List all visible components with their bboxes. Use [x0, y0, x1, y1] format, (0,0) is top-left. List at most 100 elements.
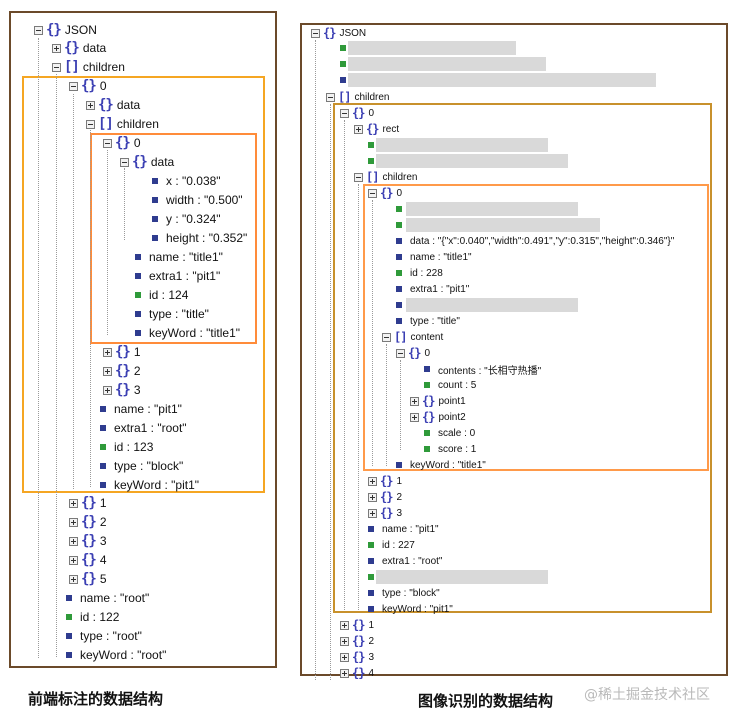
expand-icon[interactable]: [69, 536, 78, 546]
tree-label: x : "0.038": [166, 174, 221, 188]
expand-icon[interactable]: [103, 366, 112, 376]
tree-leaf: name : "pit1": [100, 400, 182, 418]
tree-node[interactable]: []children: [354, 168, 417, 186]
collapse-icon[interactable]: [396, 348, 405, 358]
tree-leaf: type : "block": [368, 584, 440, 602]
expand-icon[interactable]: [86, 100, 95, 110]
tree-label: extra1 : "root": [114, 421, 187, 435]
tree-node[interactable]: {}0: [69, 77, 107, 95]
tree-node[interactable]: {}2: [368, 488, 402, 506]
expand-icon[interactable]: [340, 668, 349, 678]
collapse-icon[interactable]: [103, 138, 112, 148]
tree-label: 5: [99, 572, 107, 586]
expand-icon[interactable]: [340, 620, 349, 630]
tree-node[interactable]: {}0: [396, 344, 430, 362]
expand-icon[interactable]: [368, 476, 377, 486]
tree-label: y : "0.324": [166, 212, 221, 226]
tree-label: id : 123: [114, 440, 154, 454]
tree-leaf: extra1 : "root": [100, 419, 187, 437]
expand-icon[interactable]: [340, 652, 349, 662]
collapse-icon[interactable]: [120, 157, 129, 167]
tree-node[interactable]: []children: [86, 115, 159, 133]
array-icon: []: [338, 90, 351, 104]
expand-icon[interactable]: [340, 636, 349, 646]
tree-leaf: type : "block": [100, 457, 183, 475]
string-value-icon: [368, 606, 374, 612]
tree-node[interactable]: {}data: [52, 39, 106, 57]
tree-node[interactable]: {}3: [340, 648, 374, 666]
tree-node[interactable]: {}4: [69, 551, 107, 569]
expand-icon[interactable]: [69, 517, 78, 527]
left-tree-line: [90, 130, 91, 487]
collapse-icon[interactable]: [311, 28, 320, 38]
tree-node[interactable]: {}1: [340, 616, 374, 634]
tree-leaf: extra1 : "pit1": [396, 280, 469, 298]
tree-node[interactable]: {}3: [69, 532, 107, 550]
tree-leaf: [340, 71, 354, 89]
tree-node[interactable]: {}JSON: [34, 21, 97, 39]
collapse-icon[interactable]: [69, 81, 78, 91]
tree-label: 0: [424, 347, 431, 359]
number-value-icon: [424, 382, 430, 388]
tree-node[interactable]: {}point1: [410, 392, 466, 410]
tree-node[interactable]: {}2: [103, 362, 141, 380]
string-value-icon: [100, 425, 106, 431]
tree-label: point2: [438, 411, 466, 423]
expand-icon[interactable]: [368, 492, 377, 502]
tree-node[interactable]: {}2: [69, 513, 107, 531]
tree-node[interactable]: {}3: [368, 504, 402, 522]
tree-node[interactable]: {}0: [340, 104, 374, 122]
collapse-icon[interactable]: [86, 119, 95, 129]
tree-node[interactable]: []children: [52, 58, 125, 76]
tree-node[interactable]: {}5: [69, 570, 107, 588]
expand-icon[interactable]: [354, 124, 363, 134]
expand-icon[interactable]: [69, 574, 78, 584]
tree-node[interactable]: {}2: [340, 632, 374, 650]
collapse-icon[interactable]: [326, 92, 335, 102]
tree-label: extra1 : "root": [382, 555, 443, 567]
tree-node[interactable]: {}data: [86, 96, 140, 114]
expand-icon[interactable]: [410, 412, 419, 422]
expand-icon[interactable]: [69, 498, 78, 508]
tree-node[interactable]: {}rect: [354, 120, 399, 138]
right-orange-highlight: [363, 184, 709, 471]
tree-node[interactable]: {}point2: [410, 408, 466, 426]
collapse-icon[interactable]: [52, 62, 61, 72]
tree-label: 1: [368, 619, 375, 631]
collapse-icon[interactable]: [382, 332, 391, 342]
tree-leaf: id : 227: [368, 536, 415, 554]
object-icon: {}: [132, 154, 148, 170]
string-value-icon: [396, 462, 402, 468]
tree-leaf: id : 124: [135, 286, 188, 304]
tree-node[interactable]: {}1: [69, 494, 107, 512]
object-icon: {}: [323, 26, 336, 40]
expand-icon[interactable]: [410, 396, 419, 406]
expand-icon[interactable]: [52, 43, 61, 53]
tree-leaf: data : "{"x":0.040","width":0.491","y":0…: [396, 232, 674, 250]
collapse-icon[interactable]: [354, 172, 363, 182]
tree-node[interactable]: {}JSON: [311, 24, 366, 42]
tree-node[interactable]: []content: [382, 328, 443, 346]
number-value-icon: [368, 142, 374, 148]
tree-node[interactable]: {}3: [103, 381, 141, 399]
right-tree-line: [372, 200, 373, 466]
string-value-icon: [135, 273, 141, 279]
tree-node[interactable]: {}0: [103, 134, 141, 152]
tree-node[interactable]: {}1: [368, 472, 402, 490]
collapse-icon[interactable]: [368, 188, 377, 198]
tree-leaf: [340, 55, 354, 73]
expand-icon[interactable]: [69, 555, 78, 565]
string-value-icon: [396, 302, 402, 308]
expand-icon[interactable]: [103, 385, 112, 395]
collapse-icon[interactable]: [34, 25, 43, 35]
tree-node[interactable]: {}4: [340, 664, 374, 682]
tree-node[interactable]: {}1: [103, 343, 141, 361]
right-tree-line: [330, 104, 331, 680]
expand-icon[interactable]: [368, 508, 377, 518]
tree-node[interactable]: {}data: [120, 153, 174, 171]
tree-label: 3: [133, 383, 141, 397]
expand-icon[interactable]: [103, 347, 112, 357]
tree-node[interactable]: []children: [326, 88, 389, 106]
tree-node[interactable]: {}0: [368, 184, 402, 202]
collapse-icon[interactable]: [340, 108, 349, 118]
